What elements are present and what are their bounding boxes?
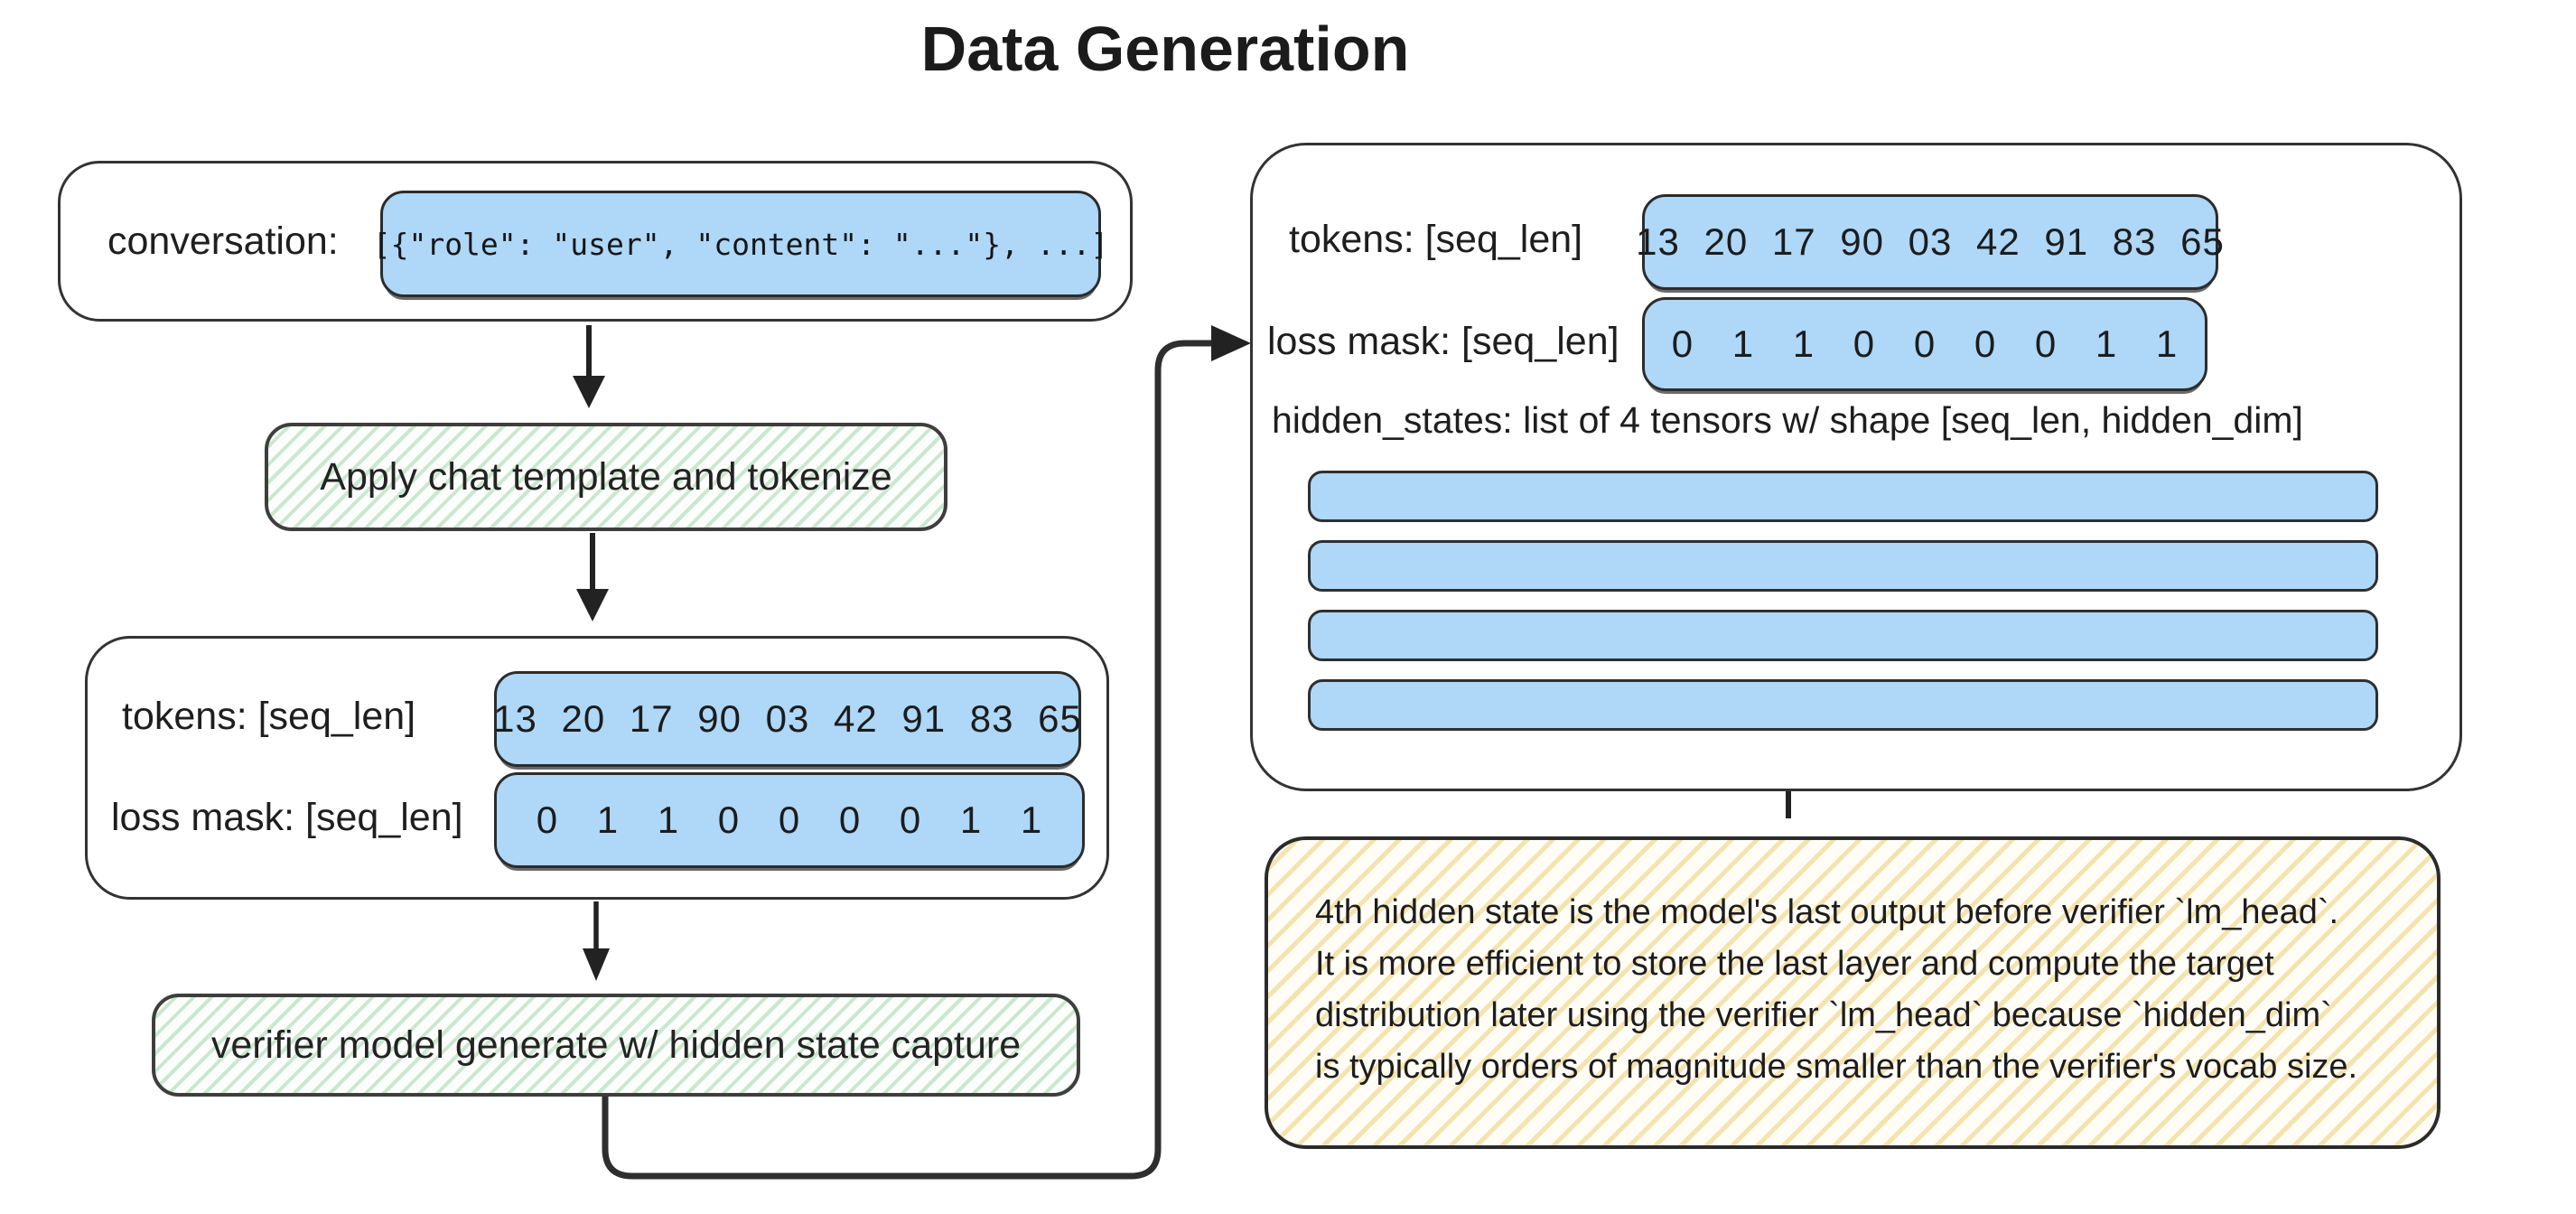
hidden-states-label: hidden_states: list of 4 tensors w/ shap…	[1272, 399, 2303, 441]
hidden-state-tensor-bar	[1308, 610, 2378, 661]
note-box: 4th hidden state is the model's last out…	[1265, 836, 2441, 1149]
left-tokens-box: tokens: [seq_len] 13 20 17 90 03 42 91 8…	[85, 636, 1109, 900]
note-line: is typically orders of magnitude smaller…	[1315, 1048, 2358, 1086]
conversation-box: conversation: [{"role": "user", "content…	[58, 161, 1133, 322]
note-line: distribution later using the verifier `l…	[1315, 996, 2332, 1034]
output-tokens-values-pill: 13 20 17 90 03 42 91 83 65	[1636, 194, 2224, 290]
step-apply-chat-template-label: Apply chat template and tokenize	[320, 454, 892, 499]
hidden-states-stack	[1308, 471, 2378, 749]
tokens-label: tokens: [seq_len]	[122, 695, 416, 738]
loss-mask-label: loss mask: [seq_len]	[111, 796, 463, 839]
conversation-label: conversation:	[107, 219, 339, 263]
output-box: tokens: [seq_len] 13 20 17 90 03 42 91 8…	[1250, 143, 2462, 791]
note-line: It is more efficient to store the last l…	[1315, 945, 2274, 983]
hidden-state-tensor-bar	[1308, 471, 2378, 522]
step-verifier-generate-label: verifier model generate w/ hidden state …	[210, 1023, 1022, 1067]
hidden-state-tensor-bar	[1308, 679, 2378, 731]
conversation-value: [{"role": "user", "content": "..."}, ...…	[372, 226, 1109, 262]
page-title: Data Generation	[920, 14, 1410, 84]
output-loss-mask-values-pill: 0 1 1 0 0 0 0 1 1	[1642, 297, 2207, 391]
conversation-value-pill: [{"role": "user", "content": "..."}, ...…	[373, 191, 1108, 297]
arrow-conversation-to-template	[573, 325, 605, 408]
step-apply-chat-template: Apply chat template and tokenize	[265, 423, 947, 531]
step-verifier-generate: verifier model generate w/ hidden state …	[152, 994, 1080, 1097]
tokens-values-pill: 13 20 17 90 03 42 91 83 65	[493, 671, 1081, 767]
note-line: 4th hidden state is the model's last out…	[1315, 893, 2339, 931]
arrow-tokens-to-verifier	[583, 901, 610, 981]
output-loss-mask-label: loss mask: [seq_len]	[1267, 320, 1619, 363]
output-tokens-label: tokens: [seq_len]	[1289, 218, 1583, 261]
loss-mask-values-pill: 0 1 1 0 0 0 0 1 1	[494, 772, 1085, 868]
arrow-template-to-tokens	[576, 533, 609, 621]
hidden-state-tensor-bar	[1308, 540, 2378, 592]
